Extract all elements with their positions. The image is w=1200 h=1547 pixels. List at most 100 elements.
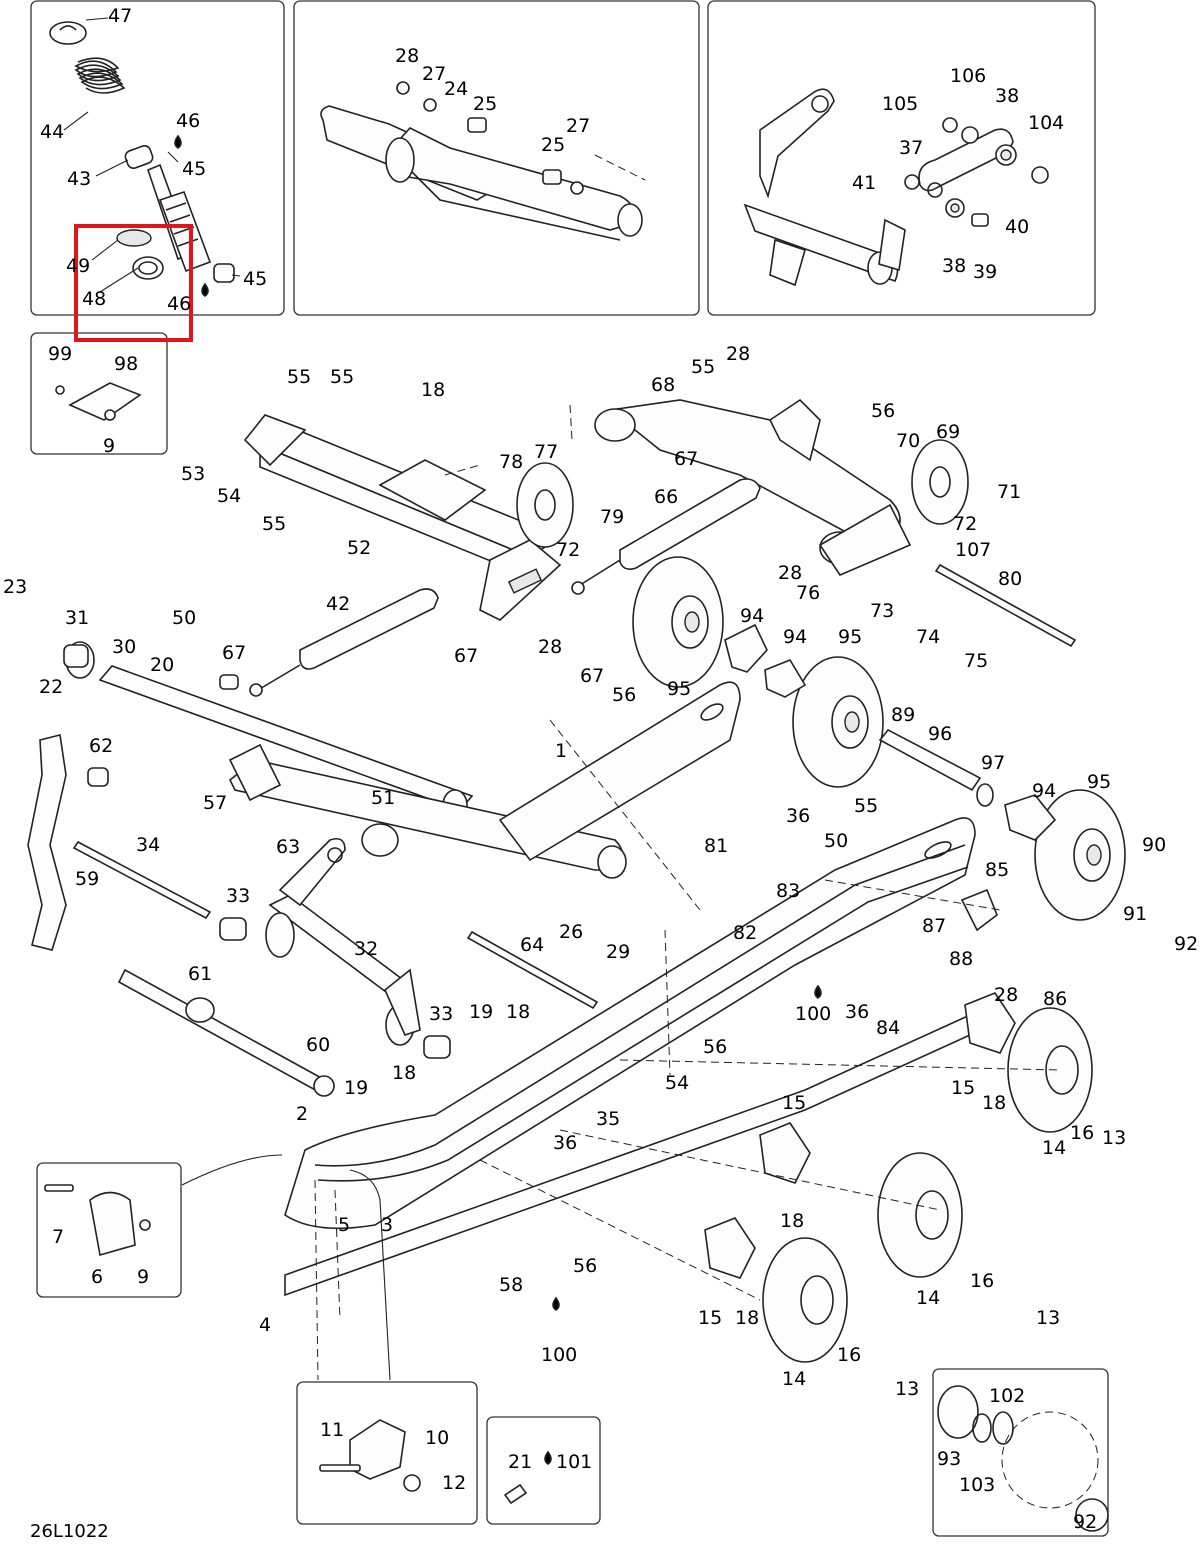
wheel-95-c [1034, 789, 1126, 921]
callout: 61 [188, 963, 212, 985]
wheel-95-b [792, 656, 884, 788]
callout: 106 [950, 65, 986, 87]
callout: 87 [922, 915, 946, 937]
callout: 11 [320, 1419, 344, 1441]
idler-wheel-69 [911, 439, 969, 525]
callout: 57 [203, 792, 227, 814]
highlight-box [74, 224, 193, 342]
callout: 34 [136, 834, 160, 856]
callout: 19 [344, 1077, 368, 1099]
callout: 45 [243, 268, 267, 290]
callout: 102 [989, 1385, 1025, 1407]
callout: 36 [553, 1132, 577, 1154]
callout: 92 [1073, 1511, 1097, 1533]
callout: 59 [75, 868, 99, 890]
callout: 7 [52, 1226, 64, 1248]
callout: 63 [276, 836, 300, 858]
callout: 15 [782, 1092, 806, 1114]
callout: 44 [40, 121, 64, 143]
callout: 19 [469, 1001, 493, 1023]
panel-front-arm [293, 0, 700, 316]
callout: 50 [172, 607, 196, 629]
callout: 29 [606, 941, 630, 963]
callout: 72 [556, 539, 580, 561]
callout: 55 [330, 366, 354, 388]
strap-59 [27, 734, 67, 951]
callout: 95 [838, 626, 862, 648]
callout: 16 [970, 1270, 994, 1292]
callout: 56 [612, 684, 636, 706]
callout: 26 [559, 921, 583, 943]
callout: 10 [425, 1427, 449, 1449]
axle-96 [878, 728, 982, 792]
callout: 88 [949, 948, 973, 970]
bar-61 [117, 968, 327, 1094]
bracket-15-b [759, 1122, 811, 1184]
callout: 104 [1028, 112, 1064, 134]
panel-rear-linkage [707, 0, 1096, 316]
callout: 58 [499, 1274, 523, 1296]
callout: 53 [181, 463, 205, 485]
callout: 68 [651, 374, 675, 396]
callout: 56 [871, 400, 895, 422]
callout: 39 [973, 261, 997, 283]
callout: 91 [1123, 903, 1147, 925]
callout: 77 [534, 441, 558, 463]
callout: 28 [994, 984, 1018, 1006]
callout: 95 [1087, 771, 1111, 793]
callout: 18 [421, 379, 445, 401]
callout: 15 [698, 1307, 722, 1329]
callout: 27 [566, 115, 590, 137]
callout: 60 [306, 1034, 330, 1056]
callout: 107 [955, 539, 991, 561]
callout: 67 [674, 448, 698, 470]
rail-1 [498, 681, 741, 862]
callout: 97 [981, 752, 1005, 774]
rail-2 [284, 817, 976, 1230]
callout: 46 [176, 110, 200, 132]
callout: 56 [573, 1255, 597, 1277]
callout: 85 [985, 859, 1009, 881]
callout: 101 [556, 1451, 592, 1473]
wheel-95-a [632, 556, 724, 688]
callout: 21 [508, 1451, 532, 1473]
callout: 23 [3, 576, 27, 598]
callout: 1 [555, 740, 567, 762]
callout: 54 [665, 1072, 689, 1094]
callout: 24 [444, 78, 468, 100]
front-shaft-assembly [243, 414, 562, 621]
callout: 94 [783, 626, 807, 648]
callout: 93 [937, 1448, 961, 1470]
callout: 28 [726, 343, 750, 365]
callout: 64 [520, 934, 544, 956]
callout: 18 [392, 1062, 416, 1084]
callout: 45 [182, 158, 206, 180]
callout: 78 [499, 451, 523, 473]
sheet-code: 26L1022 [30, 1521, 109, 1542]
callout: 25 [541, 134, 565, 156]
callout: 38 [942, 255, 966, 277]
callout: 80 [998, 568, 1022, 590]
panel-grease-fitting [486, 1416, 601, 1525]
callout: 15 [951, 1077, 975, 1099]
callout: 41 [852, 172, 876, 194]
callout: 96 [928, 723, 952, 745]
callout: 81 [704, 835, 728, 857]
callout: 94 [1032, 780, 1056, 802]
callout: 22 [39, 676, 63, 698]
idler-wheel-77 [516, 462, 574, 548]
callout: 103 [959, 1474, 995, 1496]
callout: 72 [953, 513, 977, 535]
callout: 30 [112, 636, 136, 658]
callout: 12 [442, 1472, 466, 1494]
callout: 16 [837, 1344, 861, 1366]
callout: 14 [1042, 1137, 1066, 1159]
panel-bumper-detail [296, 1381, 478, 1525]
oil-drop-icon [174, 134, 182, 149]
callout: 98 [114, 353, 138, 375]
callout: 86 [1043, 988, 1067, 1010]
callout: 28 [395, 45, 419, 67]
callout: 50 [824, 830, 848, 852]
callout: 71 [997, 481, 1021, 503]
callout: 52 [347, 537, 371, 559]
